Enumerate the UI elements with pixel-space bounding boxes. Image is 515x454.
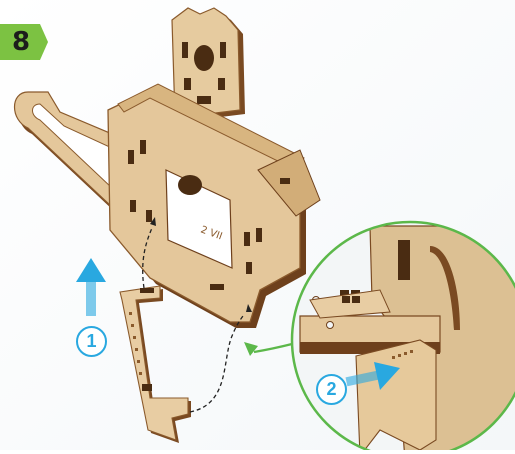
callout-number-1: 1 (76, 326, 107, 357)
step-number: 8 (4, 26, 38, 58)
callout-number-2: 2 (316, 374, 347, 405)
step-badge: 8 (0, 24, 48, 60)
